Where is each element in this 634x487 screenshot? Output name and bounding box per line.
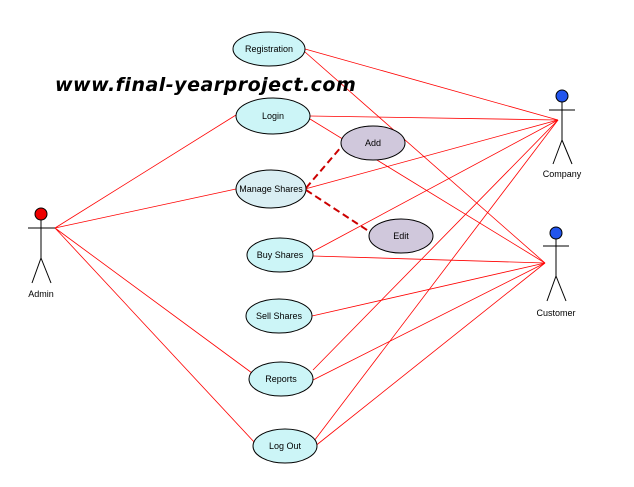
extend-manage-edit — [305, 189, 371, 233]
usecase-log-out[interactable]: Log Out — [252, 428, 318, 464]
assoc-company-buy-shares — [311, 119, 559, 253]
usecase-add-label: Add — [365, 138, 381, 148]
assoc-customer-log-out — [313, 262, 546, 448]
assoc-customer-registration — [304, 51, 546, 264]
watermark-text: www.final-yearproject.com — [55, 74, 356, 96]
usecase-manage-shares[interactable]: Manage Shares — [235, 169, 307, 209]
usecase-registration[interactable]: Registration — [232, 31, 306, 67]
assoc-customer-reports — [312, 262, 546, 381]
usecase-add[interactable]: Add — [340, 125, 406, 161]
associations — [54, 48, 559, 448]
usecase-reports-label: Reports — [265, 374, 297, 384]
actor-company-label: Company — [543, 169, 582, 179]
assoc-admin-log-out — [54, 227, 256, 444]
extend-manage-add — [305, 145, 343, 189]
usecase-buy-shares-label: Buy Shares — [257, 250, 304, 260]
assoc-customer-sell-shares — [311, 262, 546, 317]
customer-head — [549, 226, 563, 240]
assoc-company-registration — [304, 48, 559, 121]
usecase-log-out-label: Log Out — [269, 441, 302, 451]
actor-customer[interactable]: Customer — [536, 226, 576, 318]
usecase-edit[interactable]: Edit — [368, 218, 434, 254]
company-head — [555, 89, 569, 103]
assoc-company-login — [309, 115, 559, 121]
usecase-reports[interactable]: Reports — [248, 361, 314, 397]
actor-customer-label: Customer — [536, 308, 575, 318]
actor-admin-label: Admin — [28, 289, 54, 299]
usecase-edit-label: Edit — [393, 231, 409, 241]
extend-relations — [305, 145, 371, 233]
assoc-company-reports — [312, 119, 559, 371]
usecase-buy-shares[interactable]: Buy Shares — [246, 237, 314, 273]
usecase-sell-shares-label: Sell Shares — [256, 311, 303, 321]
assoc-customer-buy-shares — [312, 255, 546, 264]
assoc-company-manage-shares — [304, 119, 559, 190]
assoc-company-log-out — [313, 119, 559, 442]
usecase-manage-shares-label: Manage Shares — [239, 184, 303, 194]
usecase-sell-shares[interactable]: Sell Shares — [245, 298, 313, 334]
assoc-admin-reports — [54, 227, 253, 374]
actor-admin[interactable]: Admin — [28, 207, 55, 299]
usecase-registration-label: Registration — [245, 44, 293, 54]
actor-company[interactable]: Company — [543, 89, 582, 179]
assoc-admin-login — [54, 114, 237, 229]
usecase-login-label: Login — [262, 111, 284, 121]
admin-head — [34, 207, 48, 221]
usecase-login[interactable]: Login — [235, 97, 311, 135]
assoc-admin-manage-shares — [54, 188, 237, 229]
